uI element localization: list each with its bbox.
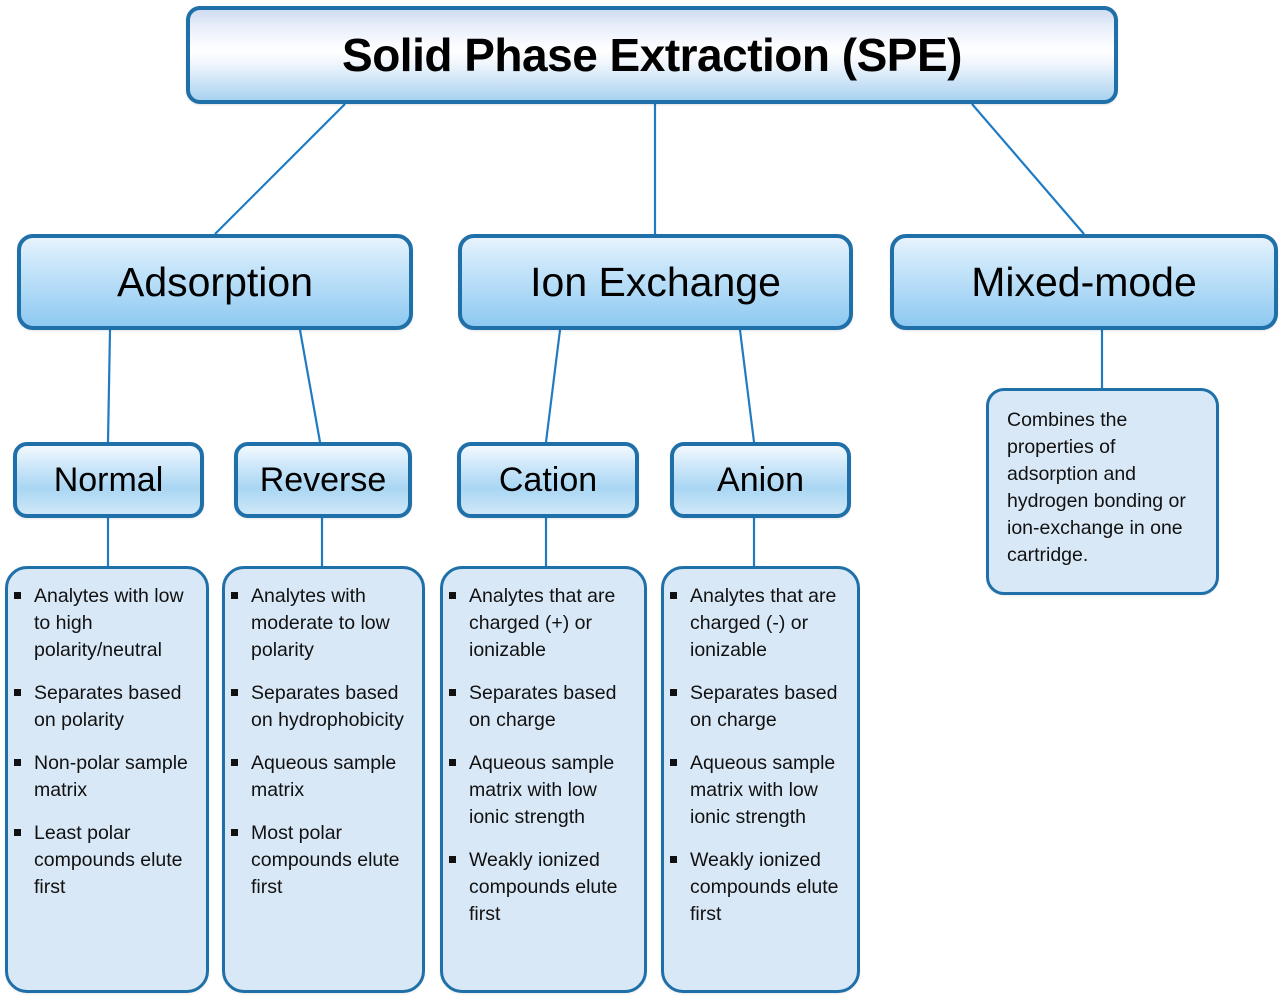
node-normal[interactable]: Normal (13, 442, 204, 518)
node-anion[interactable]: Anion (670, 442, 851, 518)
details-anion-list: Analytes that are charged (-) or ionizab… (670, 583, 849, 928)
details-mixed-mode: Combines the properties of adsorption an… (986, 388, 1219, 595)
node-adsorption[interactable]: Adsorption (17, 234, 413, 330)
list-item: Separates based on charge (449, 680, 636, 734)
list-item: Most polar compounds elute first (231, 820, 414, 901)
details-normal: Analytes with low to high polarity/neutr… (5, 566, 209, 993)
node-anion-label: Anion (717, 460, 804, 499)
list-item-text: Separates based on charge (690, 682, 838, 731)
node-adsorption-label: Adsorption (116, 258, 313, 305)
details-anion: Analytes that are charged (-) or ionizab… (661, 566, 860, 993)
link-adsorption-normal (106, 329, 112, 443)
list-item: Analytes with low to high polarity/neutr… (14, 583, 198, 664)
list-item: Separates based on charge (670, 680, 849, 734)
details-normal-list: Analytes with low to high polarity/neutr… (14, 583, 198, 901)
list-item: Least polar compounds elute first (14, 820, 198, 901)
link-ionexchange-anion (738, 329, 756, 443)
list-item: Weakly ionized compounds elute first (670, 847, 849, 928)
node-reverse[interactable]: Reverse (234, 442, 412, 518)
link-ionexchange-cation (544, 329, 562, 443)
list-item-text: Analytes with moderate to low polarity (251, 585, 390, 661)
list-item: Weakly ionized compounds elute first (449, 847, 636, 928)
list-item-text: Separates based on polarity (34, 682, 182, 731)
square-bullet-icon (670, 855, 683, 866)
list-item-text: Separates based on hydrophobicity (251, 682, 404, 731)
list-item: Analytes with moderate to low polarity (231, 583, 414, 664)
square-bullet-icon (670, 688, 683, 699)
square-bullet-icon (14, 828, 27, 839)
list-item: Analytes that are charged (-) or ionizab… (670, 583, 849, 664)
square-bullet-icon (14, 591, 27, 602)
node-reverse-label: Reverse (259, 460, 387, 499)
list-item-text: Aqueous sample matrix with low ionic str… (690, 752, 836, 828)
list-item-text: Aqueous sample matrix (251, 752, 397, 801)
square-bullet-icon (449, 688, 462, 699)
node-mixed-mode-label: Mixed-mode (971, 258, 1197, 305)
link-adsorption-reverse (298, 329, 322, 443)
list-item: Aqueous sample matrix with low ionic str… (449, 750, 636, 831)
node-root-label: Solid Phase Extraction (SPE) (342, 29, 962, 81)
list-item-text: Analytes that are charged (+) or ionizab… (469, 585, 616, 661)
list-item-text: Separates based on charge (469, 682, 617, 731)
list-item: Aqueous sample matrix with low ionic str… (670, 750, 849, 831)
node-mixed-mode[interactable]: Mixed-mode (890, 234, 1278, 330)
square-bullet-icon (449, 855, 462, 866)
list-item: Non-polar sample matrix (14, 750, 198, 804)
square-bullet-icon (231, 828, 244, 839)
square-bullet-icon (14, 758, 27, 769)
details-mixed-mode-text: Combines the properties of adsorption an… (1007, 409, 1197, 566)
list-item: Analytes that are charged (+) or ionizab… (449, 583, 636, 664)
node-root-spe[interactable]: Solid Phase Extraction (SPE) (186, 6, 1118, 104)
node-cation[interactable]: Cation (457, 442, 639, 518)
list-item-text: Least polar compounds elute first (34, 822, 183, 898)
list-item-text: Most polar compounds elute first (251, 822, 400, 898)
node-ion-exchange[interactable]: Ion Exchange (458, 234, 853, 330)
list-item-text: Analytes that are charged (-) or ionizab… (690, 585, 837, 661)
link-root-adsorption (214, 103, 346, 235)
square-bullet-icon (231, 591, 244, 602)
square-bullet-icon (449, 758, 462, 769)
list-item-text: Weakly ionized compounds elute first (690, 849, 839, 925)
square-bullet-icon (670, 758, 683, 769)
node-ion-exchange-label: Ion Exchange (530, 258, 781, 305)
details-cation-list: Analytes that are charged (+) or ionizab… (449, 583, 636, 928)
square-bullet-icon (670, 591, 683, 602)
list-item-text: Non-polar sample matrix (34, 752, 188, 801)
list-item-text: Analytes with low to high polarity/neutr… (34, 585, 184, 661)
details-cation: Analytes that are charged (+) or ionizab… (440, 566, 647, 993)
list-item-text: Aqueous sample matrix with low ionic str… (469, 752, 615, 828)
square-bullet-icon (231, 758, 244, 769)
list-item: Separates based on polarity (14, 680, 198, 734)
node-cation-label: Cation (498, 460, 598, 499)
list-item: Aqueous sample matrix (231, 750, 414, 804)
square-bullet-icon (14, 688, 27, 699)
square-bullet-icon (231, 688, 244, 699)
node-normal-label: Normal (53, 460, 164, 499)
list-item: Separates based on hydrophobicity (231, 680, 414, 734)
square-bullet-icon (449, 591, 462, 602)
link-root-mixedmode (971, 103, 1085, 235)
list-item-text: Weakly ionized compounds elute first (469, 849, 618, 925)
